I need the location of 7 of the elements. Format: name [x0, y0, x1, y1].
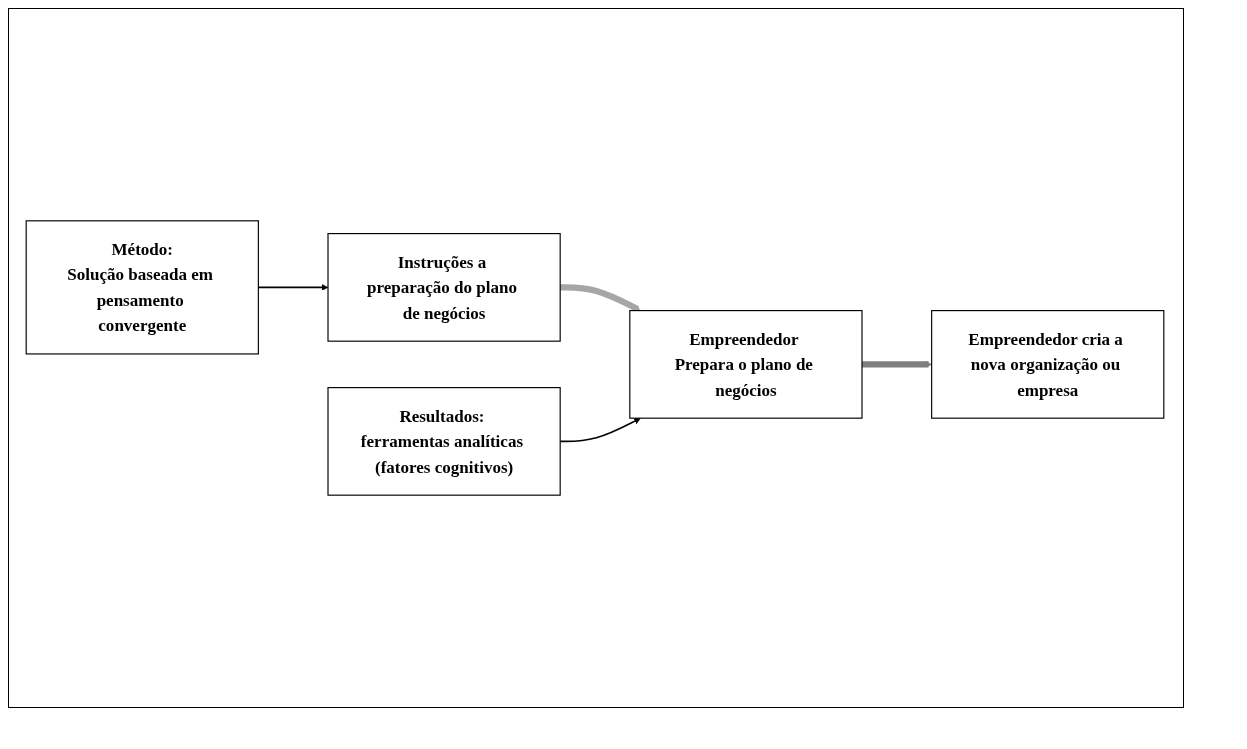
node-box: Empreendedor Prepara o plano de negócios [629, 310, 863, 419]
node-box: Empreendedor cria a nova organização ou empresa [931, 310, 1165, 419]
node-box: Instruções a preparação do plano de negócios [327, 233, 561, 342]
node-box: Resultados: ferramentas analíticas (fatores cognitivos) [327, 387, 561, 496]
arrow [560, 284, 641, 312]
arrow [862, 361, 932, 368]
node-box: Método: Solução baseada em pensamento convergente [25, 220, 259, 355]
